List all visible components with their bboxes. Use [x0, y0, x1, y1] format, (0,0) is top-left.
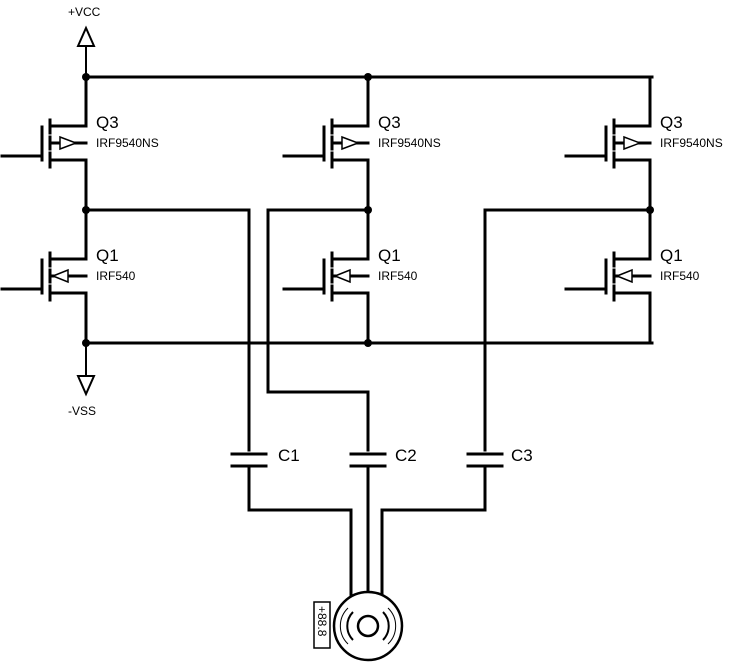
- transistor-ref: Q1: [96, 246, 119, 265]
- motor-readout-box: [313, 601, 331, 649]
- junction-dots: [82, 73, 654, 347]
- transistor-part: IRF9540NS: [378, 136, 441, 150]
- motor-readout: +88.8: [315, 606, 329, 637]
- transistor-part: IRF9540NS: [660, 136, 723, 150]
- capacitor-label: C1: [278, 446, 300, 465]
- motor-wires: [247, 464, 487, 602]
- transistor-ref: Q3: [660, 113, 683, 132]
- transistor-ref: Q1: [660, 246, 683, 265]
- motor: +88.8: [313, 590, 404, 662]
- vss-terminal: -VSS: [68, 343, 96, 418]
- transistor-ref: Q3: [378, 113, 401, 132]
- transistor-ref: Q3: [96, 113, 119, 132]
- transistor-ref: Q1: [378, 246, 401, 265]
- vss-label: -VSS: [68, 404, 96, 418]
- transistor-part: IRF540: [96, 269, 136, 283]
- transistor-part: IRF540: [660, 269, 700, 283]
- vcc-label: +VCC: [68, 5, 101, 19]
- capacitor-c3: C3: [466, 446, 533, 468]
- transistor-part: IRF540: [378, 269, 418, 283]
- phase-wires: [84, 208, 652, 452]
- capacitor-label: C2: [395, 446, 417, 465]
- vcc-terminal: +VCC: [68, 5, 101, 76]
- transistor-part: IRF9540NS: [96, 136, 159, 150]
- capacitor-c2: C2: [349, 446, 417, 468]
- capacitor-label: C3: [511, 446, 533, 465]
- capacitor-c1: C1: [230, 446, 300, 468]
